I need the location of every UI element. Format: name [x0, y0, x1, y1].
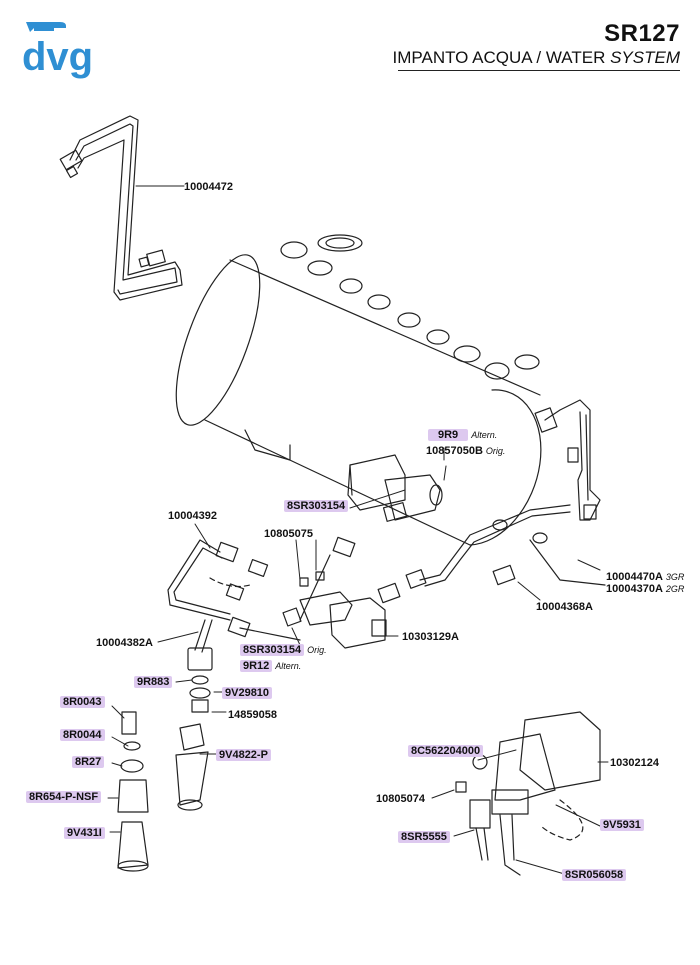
lower-valve — [282, 571, 401, 649]
part-10302124: 10302124 — [610, 757, 659, 769]
pipe-10004472 — [59, 115, 183, 301]
part-9V431I: 9V431I — [64, 826, 105, 840]
part-10004392: 10004392 — [168, 510, 217, 522]
part-8R0044: 8R0044 — [60, 728, 105, 742]
leader-lines — [107, 185, 609, 876]
part-14859058: 14859058 — [228, 709, 277, 721]
part-10004472: 10004472 — [184, 181, 233, 193]
part-10303129A: 10303129A — [402, 631, 459, 643]
part-8R27: 8R27 — [72, 755, 105, 769]
pipe-10004470A — [529, 399, 606, 586]
page-subtitle: IMPANTO ACQUA / WATER SYSTEM — [392, 48, 680, 67]
pump-valve-assembly — [455, 711, 601, 876]
part-10004382A: 10004382A — [96, 637, 153, 649]
dvg-logo: dvg — [22, 22, 92, 79]
part-9V5931: 9V5931 — [600, 818, 644, 832]
logo-text: dvg — [22, 35, 92, 79]
part-8R0043: 8R0043 — [60, 695, 105, 709]
pipe-10004368A — [405, 504, 571, 589]
part-9R883: 9R883 — [134, 675, 173, 689]
part-8C562204000: 8C562204000 — [408, 744, 484, 758]
tap-stack — [117, 647, 213, 872]
part-10805075: 10805075 — [264, 528, 313, 540]
part-9V29810: 9V29810 — [222, 686, 273, 700]
part-10805074: 10805074 — [376, 793, 425, 805]
part-9V4822-P: 9V4822-P — [216, 748, 271, 762]
pipe-10004392 — [167, 536, 356, 653]
part-8SR056058: 8SR056058 — [562, 868, 627, 882]
part-8SR5555: 8SR5555 — [398, 830, 450, 844]
header-rule — [398, 70, 680, 71]
boiler-valve — [347, 454, 443, 522]
part-10004368A: 10004368A — [536, 601, 593, 613]
part-8R654-P-NSF: 8R654-P-NSF — [26, 790, 102, 804]
boiler — [175, 234, 548, 546]
part-8SR303154-upper: 8SR303154 — [284, 499, 349, 513]
model-code: SR127 — [604, 20, 680, 47]
